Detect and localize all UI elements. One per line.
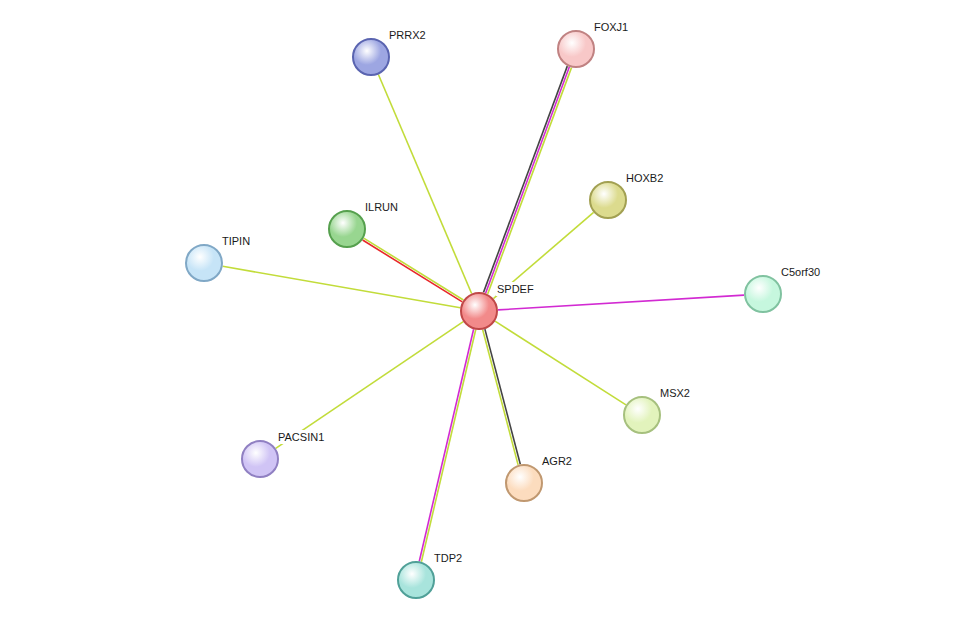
protein-node: TDP2 — [397, 561, 435, 599]
interaction-edge — [223, 266, 461, 307]
evidence-line — [421, 330, 475, 562]
protein-node: MSX2 — [623, 396, 661, 434]
protein-node: FOXJ1 — [557, 30, 595, 68]
node-label: C5orf30 — [780, 265, 821, 279]
protein-node: PACSIN1 — [241, 440, 279, 478]
evidence-line — [364, 238, 464, 300]
protein-node: HOXB2 — [589, 181, 627, 219]
node-label: AGR2 — [541, 454, 573, 468]
node-label: TIPIN — [221, 234, 251, 248]
evidence-line — [493, 212, 593, 298]
evidence-line — [495, 321, 626, 405]
evidence-line — [419, 329, 473, 561]
node-label: PACSIN1 — [277, 430, 325, 444]
interaction-edge — [363, 238, 464, 302]
interaction-edge — [276, 322, 464, 449]
interaction-edge — [495, 321, 626, 405]
evidence-line — [276, 322, 464, 449]
node-label: SPDEF — [496, 282, 535, 296]
node-label: ILRUN — [364, 200, 399, 214]
node-label: FOXJ1 — [593, 20, 629, 34]
protein-node: C5orf30 — [744, 275, 782, 313]
evidence-line — [483, 330, 518, 465]
protein-node: PRRX2 — [352, 38, 390, 76]
evidence-line — [378, 75, 471, 294]
interaction-edge — [484, 66, 572, 294]
evidence-line — [488, 68, 572, 294]
protein-node: TIPIN — [185, 244, 223, 282]
protein-node: SPDEF — [460, 292, 498, 330]
protein-node: ILRUN — [328, 210, 366, 248]
interaction-edge — [419, 329, 475, 562]
interaction-edge — [378, 75, 471, 294]
evidence-line — [486, 67, 570, 293]
interaction-edge — [498, 295, 744, 310]
node-label: HOXB2 — [625, 171, 664, 185]
evidence-line — [223, 266, 461, 307]
evidence-line — [498, 295, 744, 310]
evidence-line — [485, 329, 520, 464]
node-label: PRRX2 — [388, 28, 427, 42]
protein-node: AGR2 — [505, 464, 543, 502]
interaction-edge — [493, 212, 593, 298]
node-label: MSX2 — [659, 386, 691, 400]
evidence-line — [484, 66, 568, 292]
interaction-edge — [483, 329, 521, 465]
node-label: TDP2 — [433, 551, 463, 565]
